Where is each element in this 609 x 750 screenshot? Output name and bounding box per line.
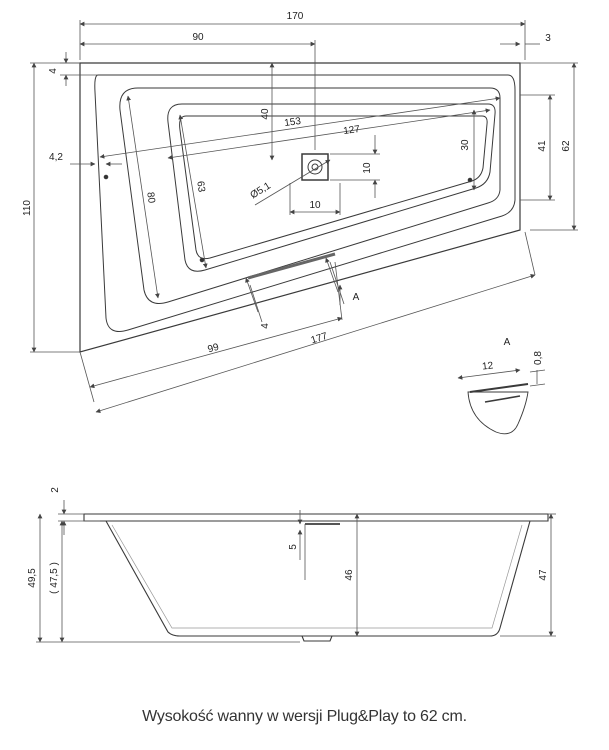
side-dim-47-5: ( 47,5 ): [49, 562, 60, 594]
dim-3: 3: [545, 33, 551, 44]
plan-inner-rim: [94, 74, 516, 332]
detail-dim-12: 12: [482, 360, 495, 372]
dim-62: 62: [561, 140, 572, 152]
detail-a-label: A: [504, 337, 511, 348]
plan-view: [79, 62, 521, 353]
side-body: [105, 520, 531, 637]
dim-177: 177: [310, 331, 330, 347]
dim-30: 30: [460, 139, 471, 151]
detail-a-outline: [467, 391, 529, 435]
section-marker-a: A: [353, 292, 360, 303]
plan-basin-floor: [179, 115, 488, 260]
side-basin-line: [111, 524, 523, 629]
dim-99: 99: [207, 342, 221, 356]
dim-90: 90: [192, 32, 204, 43]
side-dimension-lines: [36, 500, 556, 643]
side-dim-5: 5: [288, 544, 299, 550]
side-dim-46: 46: [344, 569, 355, 581]
side-dimension-labels: 2 49,5 ( 47,5 ) 5 46 47: [27, 487, 549, 594]
dim-127: 127: [343, 124, 361, 137]
side-dim-47: 47: [538, 569, 549, 581]
detail-dim-0-8: 0,8: [533, 351, 544, 365]
dim-4-2: 4,2: [49, 152, 63, 163]
side-drain: [301, 635, 333, 642]
plan-basin-inner: [167, 103, 496, 272]
dim-80: 80: [144, 191, 157, 204]
dim-4-bottom: 4: [260, 323, 271, 329]
drain-square: [301, 153, 329, 181]
drain-circle: [307, 159, 323, 175]
dim-diameter-5-1: Ø5,1: [249, 180, 274, 201]
dim-153: 153: [284, 116, 302, 129]
plan-outer-rim: [79, 62, 521, 353]
dim-10-vertical: 10: [362, 162, 373, 174]
dim-41: 41: [537, 140, 548, 152]
side-dim-2: 2: [50, 487, 61, 493]
dim-4-top: 4: [48, 68, 59, 74]
detail-a: A 12 0,8: [457, 337, 546, 435]
dim-63: 63: [194, 180, 207, 193]
dim-110: 110: [22, 200, 33, 216]
plan-dimension-lines: [30, 20, 578, 413]
dim-170: 170: [287, 11, 304, 22]
side-view: [83, 513, 549, 642]
dim-40: 40: [260, 108, 271, 120]
side-dim-49-5: 49,5: [27, 568, 38, 588]
height-caption: Wysokość wanny w wersji Plug&Play to 62 …: [142, 708, 467, 725]
dim-10-horizontal: 10: [309, 200, 321, 211]
side-rim: [83, 513, 549, 522]
